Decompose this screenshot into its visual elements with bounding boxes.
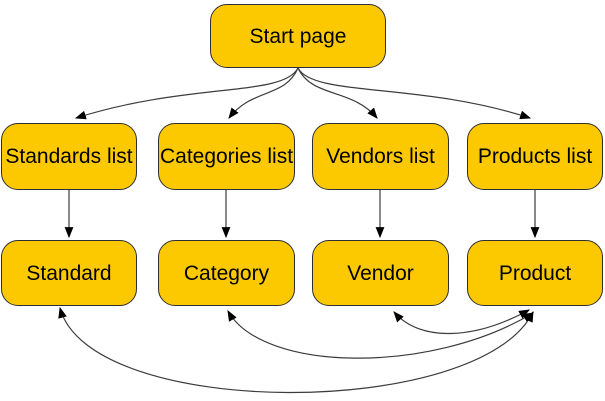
node-standards-list-label: Standards list [5, 145, 133, 168]
edge-startpage-categorieslist [228, 67, 299, 119]
node-products-list-label: Products list [477, 145, 593, 168]
node-products-list: Products list [467, 123, 603, 190]
node-standard-label: Standard [26, 261, 112, 285]
node-category: Category [158, 240, 295, 306]
edge-product-category [227, 310, 534, 359]
node-vendor: Vendor [312, 240, 449, 306]
node-start-page: Start page [210, 4, 386, 68]
node-product: Product [467, 240, 603, 306]
edge-product-standard [58, 306, 534, 394]
edge-startpage-vendorslist [297, 67, 378, 119]
node-start-page-label: Start page [249, 24, 347, 48]
node-categories-list-label: Categories list [159, 145, 294, 168]
node-vendors-list-label: Vendors list [326, 145, 435, 168]
node-category-label: Category [183, 261, 270, 285]
node-vendor-label: Vendor [347, 261, 414, 285]
edge-startpage-productslist [297, 67, 532, 120]
edge-startpage-standardslist [74, 67, 299, 120]
node-product-label: Product [498, 261, 572, 285]
node-vendors-list: Vendors list [312, 123, 449, 190]
node-standards-list: Standards list [1, 123, 137, 190]
edge-product-vendor [393, 309, 530, 335]
node-categories-list: Categories list [158, 123, 295, 190]
node-standard: Standard [1, 240, 137, 306]
